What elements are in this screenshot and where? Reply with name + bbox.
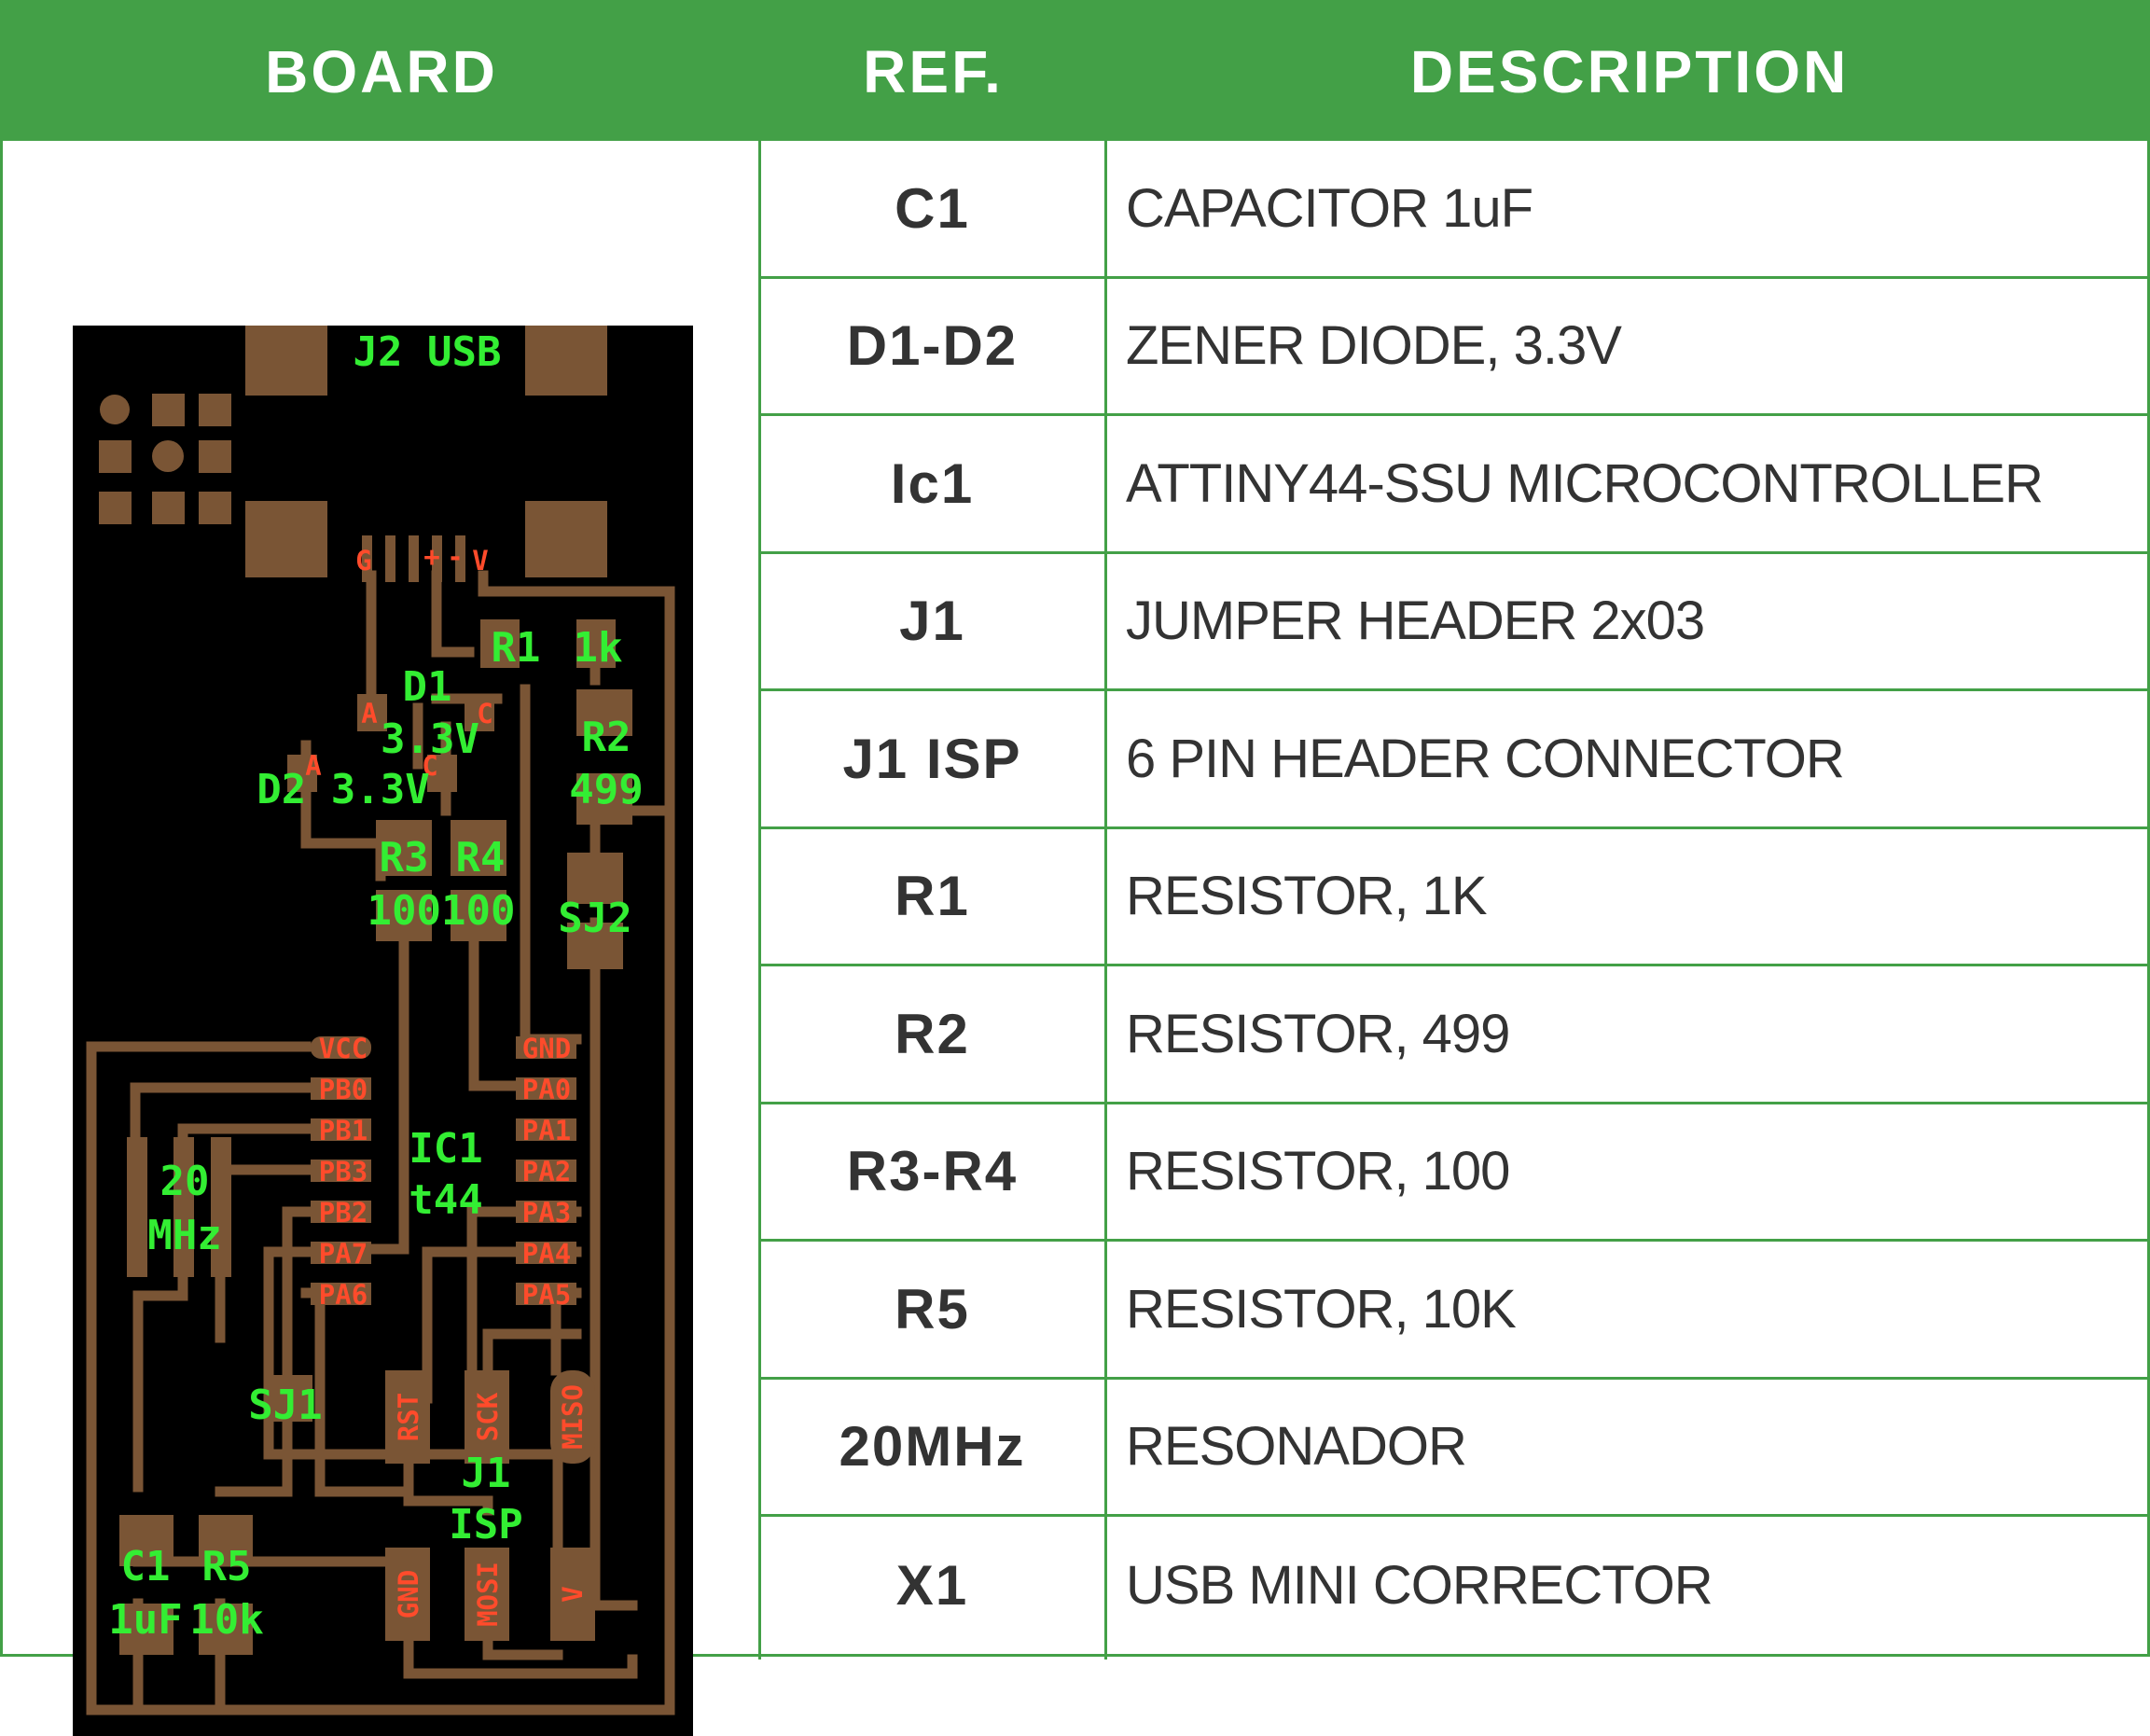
table-row: R2 RESISTOR, 499 [760,966,2150,1104]
description-cell: CAPACITOR 1uF [1126,177,1533,239]
description-cell: RESISTOR, 100 [1126,1141,1510,1202]
table-row: D1-D2 ZENER DIODE, 3.3V [760,279,2150,416]
description-cell: 6 PIN HEADER CONNECTOR [1126,728,1845,789]
ic-pin-label: PA0 [522,1074,571,1105]
label-resonator-mhz: MHz [147,1212,221,1259]
ref-cell: 20MHz [839,1415,1026,1479]
isp-pin-label: MISO [557,1384,589,1450]
description-cell: RESONADOR [1126,1416,1467,1478]
ic-pin-label: PA1 [522,1115,571,1146]
table-row: C1 CAPACITOR 1uF [760,141,2150,279]
description-cell: USB MINI CORRECTOR [1126,1555,1713,1617]
ref-cell: X1 [895,1554,969,1618]
isp-pin-label: SCK [472,1392,504,1441]
ic-pin-label: GND [522,1033,571,1064]
label-r1: R1 [492,624,541,672]
table-row: J1 JUMPER HEADER 2x03 [760,554,2150,691]
ref-cell: R1 [895,865,970,928]
ic-pin-label: VCC [319,1033,368,1064]
label-j1: J1 [462,1450,511,1497]
label-ic1-value: t44 [409,1176,482,1224]
ic-pin-label: PA2 [522,1156,571,1187]
usb-pin-plus: + [423,541,439,573]
ic-pin-label: PA5 [522,1279,571,1311]
label-r3-r4-values: 100100 [368,887,516,935]
header-board: BOARD [3,3,760,141]
column-divider [758,141,761,1660]
ref-cell: R5 [895,1277,970,1340]
label-r2-value: 499 [569,766,643,813]
label-d1-value: 3.3V [381,715,479,763]
ic-pin-label: PB2 [319,1197,368,1229]
header-ref: REF. [760,3,1106,141]
table-row: Ic1 ATTINY44-SSU MICROCONTROLLER [760,416,2150,554]
label-resonator: 20 [160,1158,210,1205]
silkscreen-labels: J2 USB R1 1k D1 3.3V D2 3.3V R2 499 R3 R… [108,328,643,1644]
ic-pin-label: PA4 [522,1238,571,1270]
ref-cell: C1 [895,176,970,240]
label-r5: R5 [202,1543,252,1590]
label-c1-value: 1uF [108,1596,182,1644]
diode-pin-a: A [305,750,321,782]
description-cell: RESISTOR, 1K [1126,866,1488,927]
usb-pin-g: G [355,545,371,576]
label-r2: R2 [582,714,631,761]
label-ic1: IC1 [409,1125,482,1173]
label-r3: R3 [380,834,429,882]
ref-cell: R2 [895,1002,970,1065]
label-sj2: SJ2 [558,895,631,942]
header-description: DESCRIPTION [1106,3,2150,141]
column-divider [1104,141,1107,1660]
label-d1: D1 [403,663,452,711]
ref-cell: J1 ISP [842,727,1022,790]
ref-cell: R3-R4 [846,1140,1019,1203]
isp-pin-label: V [557,1586,589,1602]
table-row: X1 USB MINI CORRECTOR [760,1517,2150,1655]
pin-labels: G + - V A C A C VCC PB0 PB1 PB3 PB2 PA7 … [305,541,589,1627]
usb-pin-v: V [472,545,488,576]
diode-pin-c: C [422,750,437,782]
ref-cell: D1-D2 [846,314,1019,378]
diode-pin-c: C [477,698,492,729]
description-cell: JUMPER HEADER 2x03 [1126,590,1705,652]
isp-pin-label: GND [393,1570,424,1618]
description-cell: ATTINY44-SSU MICROCONTROLLER [1126,452,2044,514]
ic-pin-label: PB1 [319,1115,368,1146]
description-cell: ZENER DIODE, 3.3V [1126,315,1622,377]
table-row: R3-R4 RESISTOR, 100 [760,1104,2150,1242]
ic-pin-label: PB0 [319,1074,368,1105]
label-d2: D2 3.3V [257,766,429,813]
pcb-layout-image: G + - V A C A C VCC PB0 PB1 PB3 PB2 PA7 … [73,326,693,1736]
label-j2-usb: J2 USB [354,328,502,376]
table-row: R1 RESISTOR, 1K [760,829,2150,966]
table-row: J1 ISP 6 PIN HEADER CONNECTOR [760,691,2150,829]
ic-pin-label: PA7 [319,1238,368,1270]
ref-cell: Ic1 [890,451,975,515]
description-cell: RESISTOR, 10K [1126,1278,1517,1340]
ic-pin-label: PA3 [522,1197,571,1229]
usb-pin-minus: - [447,541,463,573]
table-row: R5 RESISTOR, 10K [760,1242,2150,1380]
label-c1: C1 [121,1543,171,1590]
parts-rows: C1 CAPACITOR 1uF D1-D2 ZENER DIODE, 3.3V… [760,141,2150,1655]
label-sj1: SJ1 [248,1382,322,1429]
ref-cell: J1 [899,590,965,653]
ic-pin-label: PA6 [319,1279,368,1311]
isp-pin-label: RST [393,1393,424,1441]
component-pads [119,619,632,1655]
board-cell: G + - V A C A C VCC PB0 PB1 PB3 PB2 PA7 … [3,141,758,1736]
usb-connector-pads [99,326,607,582]
label-r4: R4 [456,834,506,882]
ic-pads [311,1036,576,1305]
diode-pin-a: A [361,698,377,729]
label-j1-value: ISP [449,1501,522,1549]
label-r1-value: 1k [574,624,623,672]
isp-pin-label: MOSI [472,1562,504,1627]
ic-pin-label: PB3 [319,1156,368,1187]
table-row: 20MHz RESONADOR [760,1380,2150,1517]
description-cell: RESISTOR, 499 [1126,1003,1510,1064]
label-r5-value: 10k [189,1596,263,1644]
